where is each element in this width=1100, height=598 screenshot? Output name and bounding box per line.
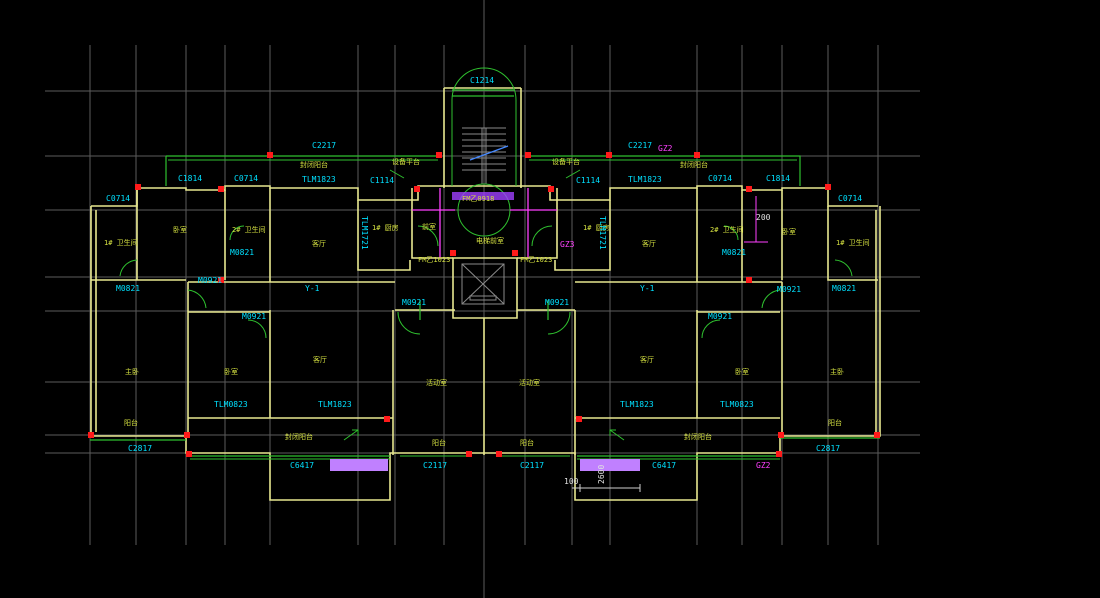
label-8: C1114	[576, 176, 600, 185]
label-33: M0921	[242, 312, 266, 321]
label-56: C2117	[423, 461, 447, 470]
label-71: 封闭阳台	[300, 160, 328, 169]
label-40: 活动室	[519, 378, 540, 387]
label-1: C2217	[312, 141, 336, 150]
label-72: 封闭阳台	[680, 160, 708, 169]
label-48: 阳台	[124, 418, 138, 427]
label-7: C1114	[370, 176, 394, 185]
label-73: 设备平台	[392, 157, 420, 166]
structural-columns	[88, 152, 880, 457]
highlight-shapes	[330, 188, 768, 471]
label-9: TLM1823	[628, 175, 662, 184]
label-17: 客厅	[312, 239, 326, 248]
label-4: C1814	[178, 174, 202, 183]
label-28: M0821	[722, 248, 746, 257]
label-70: 电梯前室	[476, 236, 504, 245]
window-lines	[90, 89, 880, 460]
label-60: C2817	[816, 444, 840, 453]
label-30: Y-1	[305, 284, 320, 293]
label-65: TLM1721	[598, 216, 607, 250]
label-69: 前室	[422, 222, 436, 231]
label-36: 主卧	[125, 367, 139, 376]
label-51: 阳台	[520, 438, 534, 447]
label-50: 阳台	[432, 438, 446, 447]
label-34: M0921	[708, 312, 732, 321]
label-52: 封闭阳台	[684, 432, 712, 441]
label-11: C1814	[766, 174, 790, 183]
label-3: GZ2	[658, 144, 673, 153]
label-26: M0921	[198, 276, 222, 285]
label-38: 客厅	[313, 355, 327, 364]
label-66: GZ3	[560, 240, 575, 249]
label-61: 100	[564, 477, 579, 486]
label-68: FM乙1023	[520, 256, 552, 264]
label-54: C2817	[128, 444, 152, 453]
label-57: C2117	[520, 461, 544, 470]
label-21: 2# 卫生间	[710, 225, 744, 234]
label-12: C0714	[106, 194, 130, 203]
label-18: 1# 厨房	[372, 223, 399, 232]
label-62: 2600	[597, 465, 606, 484]
label-10: C0714	[708, 174, 732, 183]
label-16: 2# 卫生间	[232, 225, 266, 234]
label-0: C1214	[470, 76, 494, 85]
label-67: FM乙1023	[418, 256, 450, 264]
label-23: 1# 卫生间	[836, 238, 870, 247]
exterior-walls	[90, 87, 881, 501]
stair	[451, 67, 517, 305]
dimension	[572, 484, 641, 492]
label-63: 200	[756, 213, 771, 222]
label-46: TLM1823	[620, 400, 654, 409]
label-43: 主卧	[830, 367, 844, 376]
label-2: C2217	[628, 141, 652, 150]
label-74: 设备平台	[552, 157, 580, 166]
label-25: M0821	[230, 248, 254, 257]
label-5: C0714	[234, 174, 258, 183]
label-15: 卧室	[173, 225, 187, 234]
label-37: 卧室	[224, 367, 238, 376]
door-swings	[119, 225, 853, 339]
label-44: TLM0823	[214, 400, 248, 409]
label-32: M0921	[402, 298, 426, 307]
label-42: 卧室	[735, 367, 749, 376]
label-75: FM乙0918	[462, 195, 494, 203]
label-53: 阳台	[828, 418, 842, 427]
label-47: TLM0823	[720, 400, 754, 409]
label-31: Y-1	[640, 284, 655, 293]
label-14: 1# 卫生间	[104, 238, 138, 247]
label-24: M0821	[116, 284, 140, 293]
label-6: TLM1823	[302, 175, 336, 184]
label-35: M0921	[777, 285, 801, 294]
label-39: 活动室	[426, 378, 447, 387]
label-59: GZ2	[756, 461, 771, 470]
label-29: M0821	[832, 284, 856, 293]
label-13: C0714	[838, 194, 862, 203]
label-20: 客厅	[642, 239, 656, 248]
label-49: 封闭阳台	[285, 432, 313, 441]
label-22: 卧室	[782, 227, 796, 236]
arrows	[343, 169, 625, 441]
label-55: C6417	[290, 461, 314, 470]
label-58: C6417	[652, 461, 676, 470]
label-19: 1# 厨房	[583, 223, 610, 232]
label-41: 客厅	[640, 355, 654, 364]
label-27: M0921	[545, 298, 569, 307]
label-64: TLM1721	[360, 216, 369, 250]
label-45: TLM1823	[318, 400, 352, 409]
